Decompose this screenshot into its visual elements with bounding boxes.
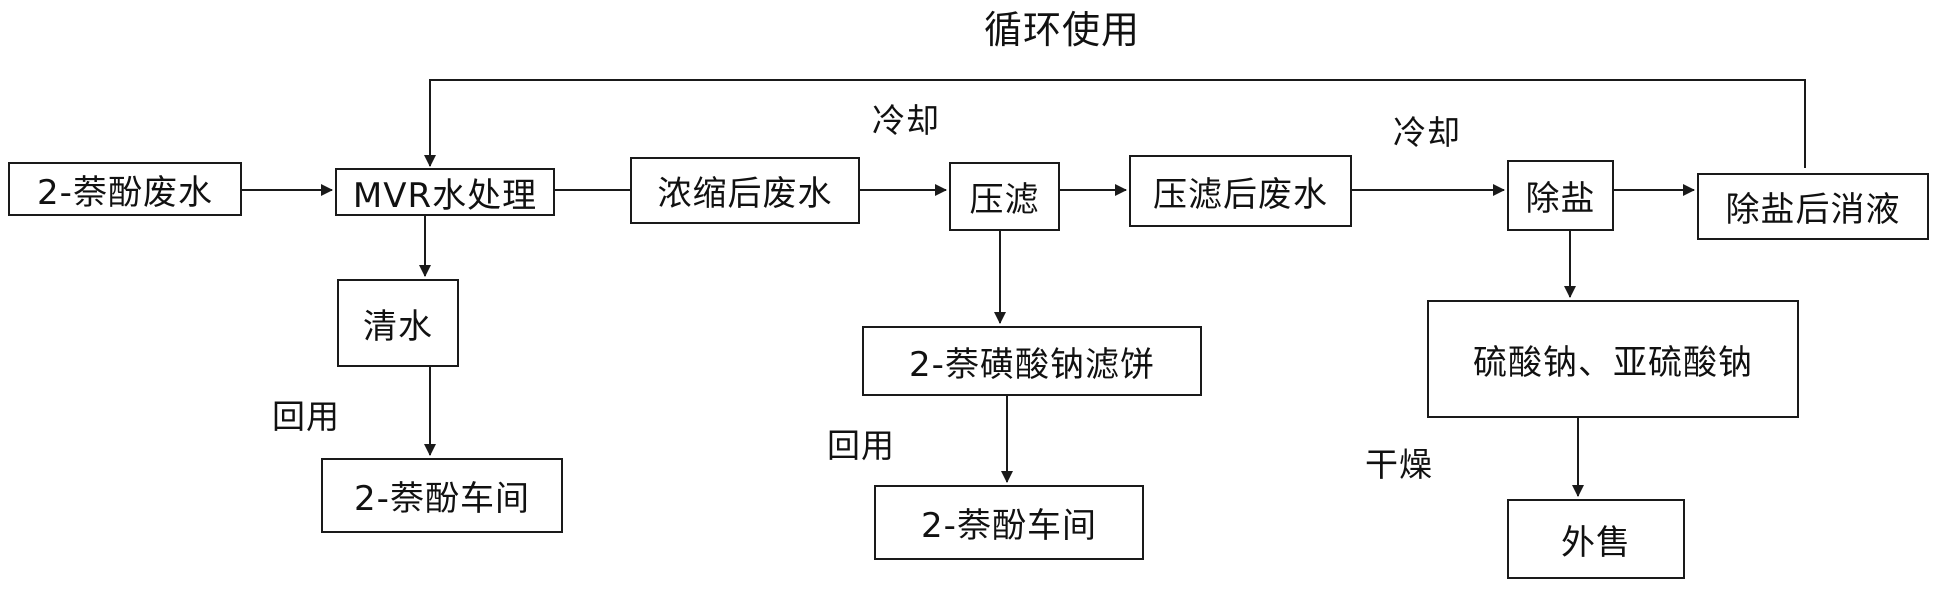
node-desalting: 除盐 <box>1507 160 1614 231</box>
node-desalted-liquor: 除盐后消液 <box>1697 173 1929 240</box>
label-reuse-2: 回用 <box>827 426 895 465</box>
label-cool-1: 冷却 <box>872 101 940 140</box>
node-mvr-treatment: MVR水处理 <box>335 168 555 216</box>
node-press-filter: 压滤 <box>949 162 1060 231</box>
node-clean-water: 清水 <box>337 279 459 367</box>
node-filter-cake: 2-萘磺酸钠滤饼 <box>862 326 1202 396</box>
node-workshop-2: 2-萘酚车间 <box>874 485 1144 560</box>
label-cool-2: 冷却 <box>1393 113 1461 152</box>
node-wastewater: 2-萘酚废水 <box>8 162 242 216</box>
node-workshop-1: 2-萘酚车间 <box>321 458 563 533</box>
node-sulfates: 硫酸钠、亚硫酸钠 <box>1427 300 1799 418</box>
label-dry: 干燥 <box>1365 445 1433 484</box>
label-recycle: 循环使用 <box>984 8 1141 52</box>
node-filtrate-wastewater: 压滤后废水 <box>1129 155 1352 227</box>
node-sale: 外售 <box>1507 499 1685 579</box>
label-reuse-1: 回用 <box>272 397 340 436</box>
recycle-loop-arrow <box>424 79 1806 168</box>
node-concentrated-wastewater: 浓缩后废水 <box>630 157 860 224</box>
